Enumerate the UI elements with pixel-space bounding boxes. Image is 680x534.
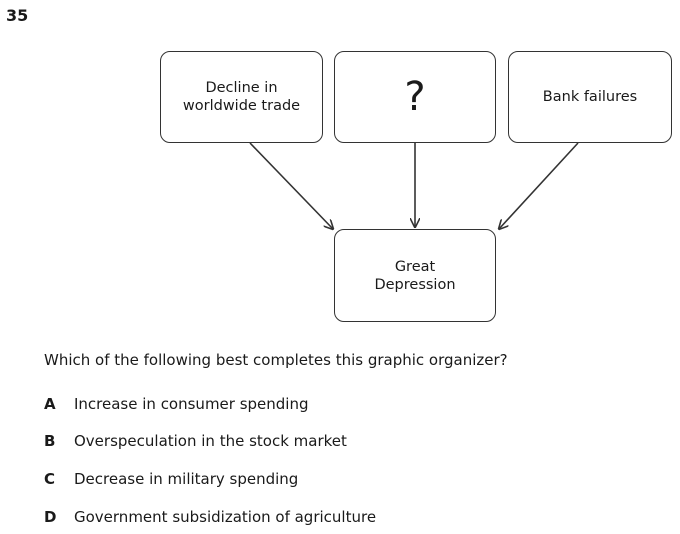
cause-label: Bank failures — [542, 89, 638, 105]
cause-box-bank-failures: Bank failures — [508, 51, 672, 143]
effect-box-great-depression: Great Depression — [334, 229, 496, 322]
question-prompt: Which of the following best completes th… — [44, 351, 508, 369]
choice-letter: A — [44, 395, 56, 413]
effect-label: Great Depression — [374, 258, 456, 293]
answer-choice-b[interactable]: B Overspeculation in the stock market — [44, 432, 347, 450]
cause-label: Decline in worldwide trade — [182, 80, 301, 114]
arrow-decline-to-depression — [249, 142, 333, 229]
question-number: 35 — [6, 6, 29, 25]
answer-choice-d[interactable]: D Government subsidization of agricultur… — [44, 508, 376, 526]
answer-choice-a[interactable]: A Increase in consumer spending — [44, 395, 309, 413]
choice-text: Increase in consumer spending — [74, 395, 309, 413]
choice-text: Overspeculation in the stock market — [74, 432, 347, 450]
choice-text: Decrease in military spending — [74, 470, 299, 488]
choice-letter: C — [44, 470, 56, 488]
question-mark-label: ? — [404, 74, 426, 120]
choice-letter: B — [44, 432, 56, 450]
answer-choice-c[interactable]: C Decrease in military spending — [44, 470, 298, 488]
arrow-bank-to-depression — [499, 142, 579, 229]
cause-box-unknown: ? — [334, 51, 496, 143]
cause-box-decline-trade: Decline in worldwide trade — [160, 51, 323, 143]
choice-letter: D — [44, 508, 57, 526]
choice-text: Government subsidization of agriculture — [74, 508, 377, 526]
